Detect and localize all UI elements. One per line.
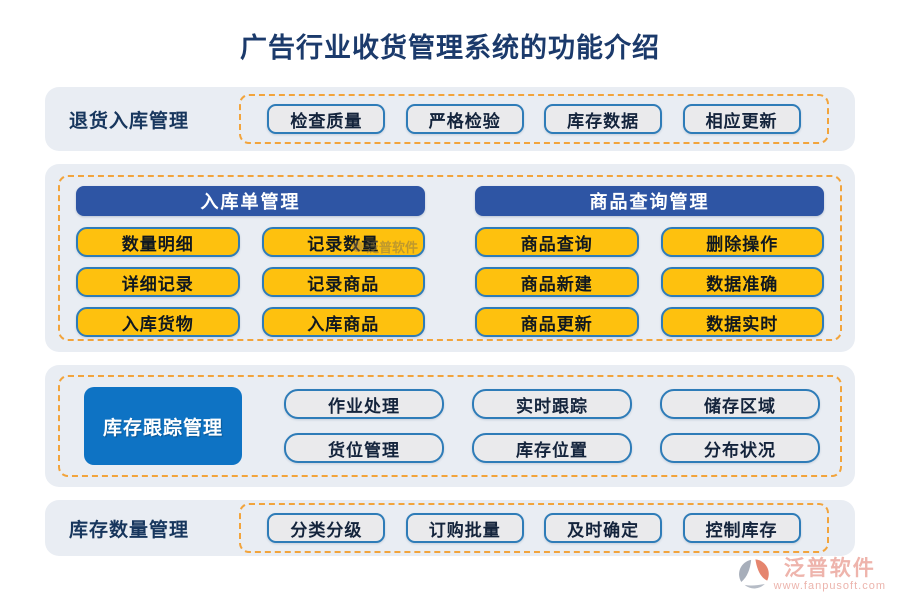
- feature-chip: 商品更新: [475, 307, 639, 337]
- feature-chip: 控制库存: [682, 513, 801, 543]
- feature-chip: 储存区域: [660, 389, 820, 419]
- feature-chip: 商品查询: [475, 227, 639, 257]
- feature-chip: 订购批量: [405, 513, 524, 543]
- feature-chip: 分布状况: [660, 433, 820, 463]
- section-return-inbound: 退货入库管理 检查质量 严格检验 库存数据 相应更新: [45, 87, 855, 151]
- feature-chip: 库存数据: [544, 104, 663, 134]
- feature-chip: 详细记录: [76, 267, 240, 297]
- feature-chip: 及时确定: [544, 513, 663, 543]
- feature-chip: 入库商品: [261, 307, 425, 337]
- section-inventory-tracking: 库存跟踪管理 作业处理 实时跟踪 储存区域 货位管理 库存位置 分布状况: [45, 365, 855, 487]
- feature-chip: 检查质量: [267, 104, 386, 134]
- feature-chip: 记录数量: [261, 227, 425, 257]
- fanpu-logo-name: 泛普软件: [783, 557, 876, 580]
- return-dashed-group: 检查质量 严格检验 库存数据 相应更新: [239, 94, 829, 144]
- fanpu-logo: 泛普软件 www.fanpusoft.com: [738, 557, 886, 596]
- feature-chip: 记录商品: [261, 267, 425, 297]
- feature-chip: 严格检验: [405, 104, 524, 134]
- inbound-order-grid: 数量明细 记录数量 详细记录 记录商品 入库货物 入库商品: [76, 227, 425, 337]
- tracking-grid: 作业处理 实时跟踪 储存区域 货位管理 库存位置 分布状况: [284, 389, 820, 463]
- tracking-dashed-group: 库存跟踪管理 作业处理 实时跟踪 储存区域 货位管理 库存位置 分布状况: [58, 375, 842, 477]
- feature-chip: 实时跟踪: [472, 389, 632, 419]
- product-query-header: 商品查询管理: [475, 186, 824, 216]
- feature-chip: 入库货物: [76, 307, 240, 337]
- inbound-order-column: 入库单管理 数量明细 记录数量 详细记录 记录商品 入库货物 入库商品: [76, 186, 425, 337]
- product-query-column: 商品查询管理 商品查询 删除操作 商品新建 数据准确 商品更新 数据实时: [475, 186, 824, 337]
- quantity-dashed-group: 分类分级 订购批量 及时确定 控制库存: [239, 503, 829, 553]
- section-return-label: 退货入库管理: [69, 110, 190, 132]
- section-inbound-and-query: 入库单管理 数量明细 记录数量 详细记录 记录商品 入库货物 入库商品 商品查询…: [45, 164, 855, 352]
- inbound-order-header: 入库单管理: [76, 186, 425, 216]
- feature-chip: 库存位置: [472, 433, 632, 463]
- fanpu-logo-texts: 泛普软件 www.fanpusoft.com: [774, 557, 886, 593]
- feature-chip: 数据准确: [660, 267, 824, 297]
- fanpu-logo-icon: [738, 557, 770, 596]
- product-query-grid: 商品查询 删除操作 商品新建 数据准确 商品更新 数据实时: [475, 227, 824, 337]
- feature-chip: 货位管理: [284, 433, 444, 463]
- feature-chip: 商品新建: [475, 267, 639, 297]
- section-inventory-quantity: 库存数量管理 分类分级 订购批量 及时确定 控制库存: [45, 500, 855, 556]
- page-title: 广告行业收货管理系统的功能介绍: [240, 33, 660, 63]
- section-quantity-label: 库存数量管理: [69, 519, 190, 541]
- feature-chip: 数据实时: [660, 307, 824, 337]
- fanpu-logo-url: www.fanpusoft.com: [773, 580, 886, 592]
- feature-chip: 删除操作: [660, 227, 824, 257]
- middle-dashed-group: 入库单管理 数量明细 记录数量 详细记录 记录商品 入库货物 入库商品 商品查询…: [58, 175, 842, 341]
- feature-chip: 数量明细: [76, 227, 240, 257]
- feature-chip: 作业处理: [284, 389, 444, 419]
- feature-chip: 相应更新: [682, 104, 801, 134]
- feature-chip: 分类分级: [267, 513, 386, 543]
- tracking-title-box: 库存跟踪管理: [84, 387, 242, 465]
